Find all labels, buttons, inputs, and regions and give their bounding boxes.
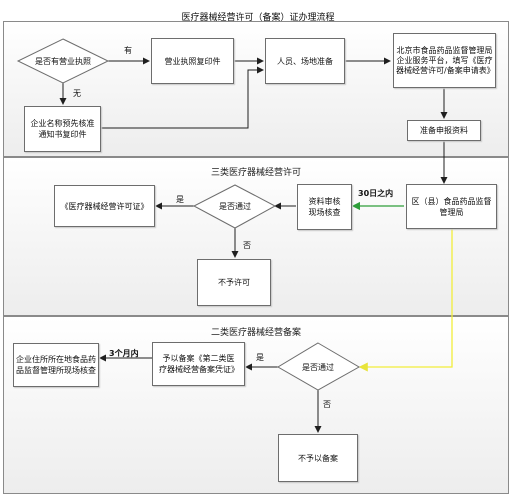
pass-check-2-diamond [277, 342, 361, 391]
edge-preapproval-to-staff [101, 66, 264, 129]
license-copy-box: 营业执照复印件 [151, 38, 234, 84]
edge-label-no-2: 否 [323, 400, 331, 409]
lane-3-title: 二类医疗器械经营备案 [210, 328, 301, 338]
permit-cert-box: 《医疗器械经营许可证》 [54, 185, 155, 227]
edge-label-within-30: 30日之内 [358, 189, 394, 198]
has-license-label: 是否有营业执照 [35, 57, 91, 66]
pass-check-2-label: 是否通过 [302, 363, 334, 372]
site-inspection-box: 企业住所所在地食品药品监督管理所现场核查 [13, 343, 99, 387]
edge-label-no-1: 否 [243, 241, 251, 250]
pass-check-1-diamond [192, 184, 277, 229]
lane-2-title: 三类医疗器械经营许可 [210, 168, 301, 178]
page-title: 医疗器械经营许可（备案）证办理流程 [181, 13, 335, 23]
prepare-docs-box: 准备申报资料 [407, 120, 481, 141]
doc-review-box: 资料审核现场核查 [297, 184, 352, 230]
edge-label-yes-1: 是 [176, 195, 184, 204]
platform-box: 北京市食品药品监督管理局企业服务平台，填写《医疗器械经营许可/备案申请表》 [393, 33, 496, 88]
has-license-diamond [16, 38, 110, 84]
edge-district-to-pass2 [358, 229, 453, 372]
edge-label-yes-has: 有 [124, 46, 132, 55]
pre-approval-box: 企业名称预先核准通知书复印件 [24, 106, 101, 152]
record-cert-box: 予以备案《第二类医疗器械经营备案凭证》 [152, 342, 245, 386]
district-bureau-box: 区（县）食品药品监督管理局 [406, 184, 497, 229]
edge-label-within-3m: 3个月内 [109, 349, 139, 358]
staff-site-box: 人员、场地准备 [265, 38, 345, 84]
no-record-box: 不予以备案 [278, 434, 358, 482]
no-permit-box: 不予许可 [197, 259, 271, 306]
edge-label-no-has: 无 [73, 89, 81, 98]
edge-label-yes-2: 是 [256, 353, 264, 362]
lane-3: 二类医疗器械经营备案 [3, 316, 509, 494]
pass-check-1-label: 是否通过 [219, 202, 251, 211]
